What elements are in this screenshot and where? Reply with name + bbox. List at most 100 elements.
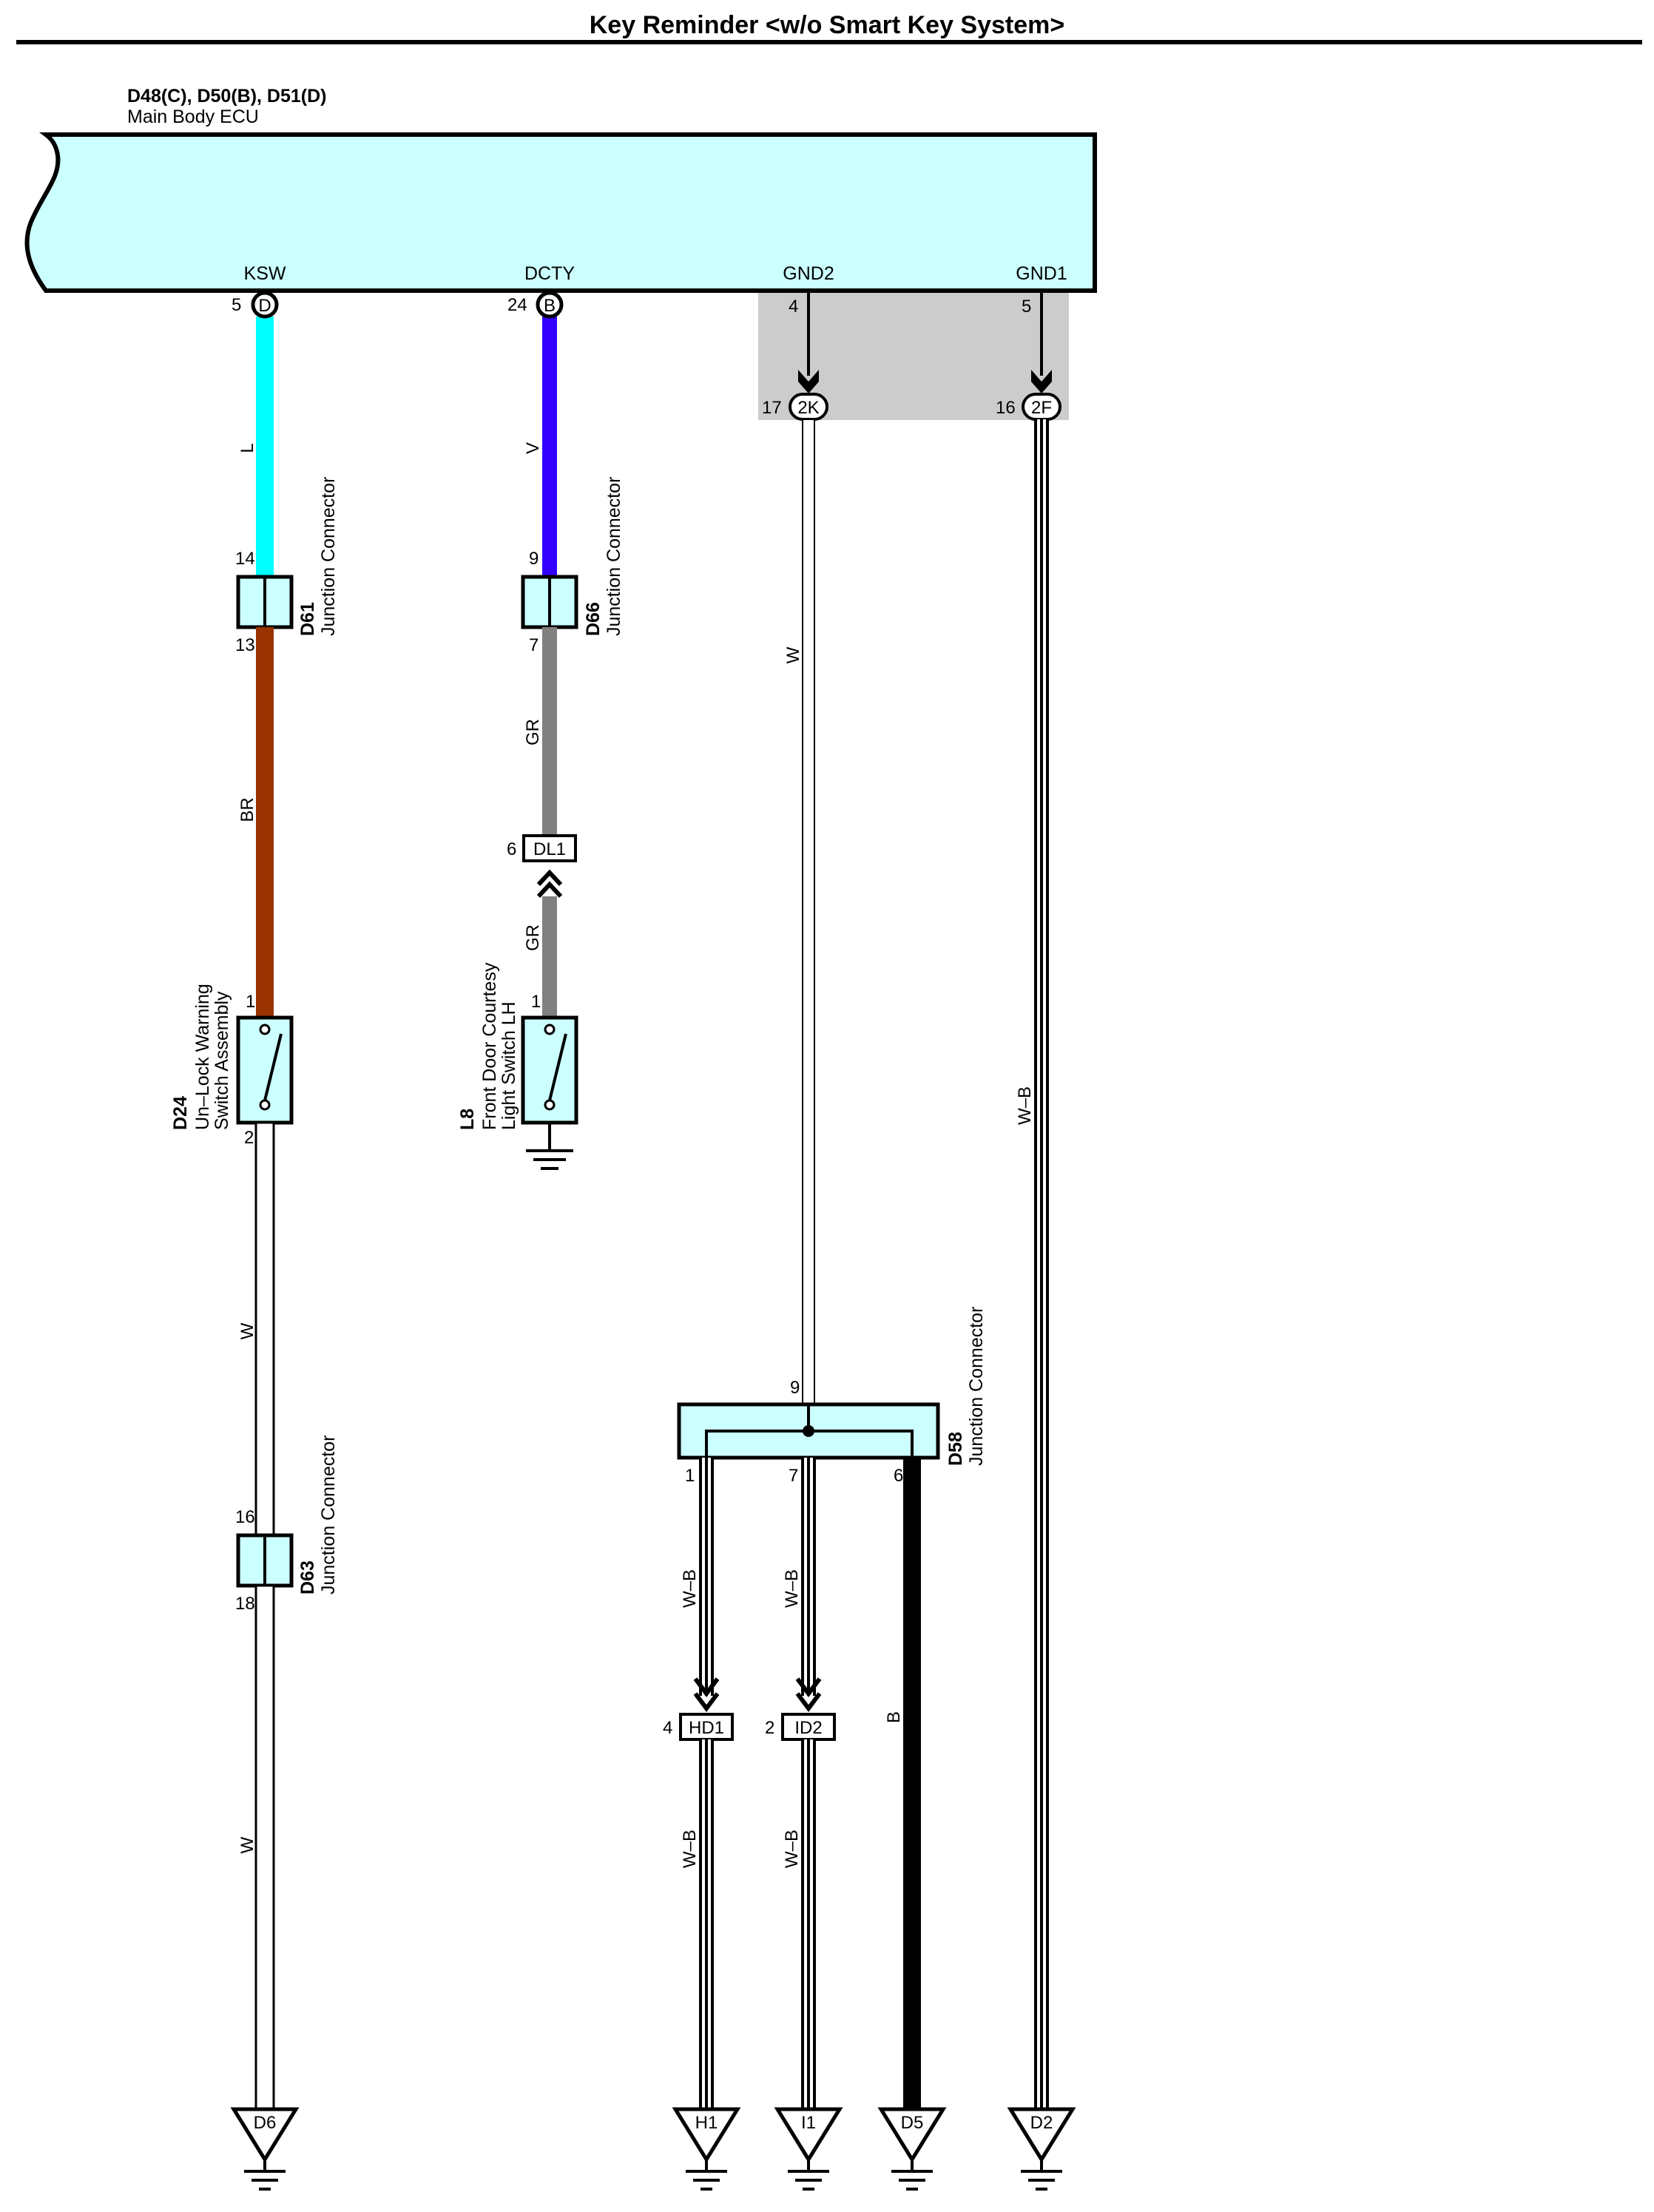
wire-dcty-gr1: [542, 627, 557, 836]
l8-contact-top: [544, 1024, 556, 1035]
l8-name-line1: Front Door Courtesy: [479, 962, 500, 1130]
wire-color-gnd2: W: [783, 646, 803, 663]
dcty-pin-label: 24: [507, 295, 527, 315]
ground-d6-label: D6: [254, 2113, 277, 2133]
ground-i1: I1: [774, 2107, 843, 2191]
connector-dl1: [522, 834, 577, 862]
d63-pin-out: 18: [235, 1594, 255, 1614]
wire-gnd1-wb: [1034, 419, 1049, 2109]
d58-pin-in: 9: [790, 1378, 800, 1398]
wire-d58-7-top: [801, 1458, 816, 1696]
ground-h1: H1: [672, 2107, 741, 2191]
connector-hd1-pin: 4: [663, 1718, 672, 1738]
wire-color-ksw-top: L: [237, 443, 257, 453]
ground-d6-triangle-icon: [230, 2107, 300, 2163]
d63-code: D63: [297, 1560, 318, 1594]
d63-pin-in: 16: [235, 1507, 255, 1527]
gnd2-pin-label: 4: [789, 297, 798, 317]
wire-color-d58-7-top: W–B: [782, 1569, 802, 1608]
connector-2k-pin: 17: [762, 398, 782, 418]
ecu-connector-b-label: B: [544, 296, 556, 316]
d24-pin-in: 1: [246, 992, 255, 1012]
wire-ksw-w2: [254, 1584, 275, 2118]
l8-switch-blade: [548, 1033, 567, 1101]
d66-code: D66: [583, 602, 604, 636]
d58-pin-1: 1: [685, 1466, 695, 1486]
wire-color-dcty-top: V: [523, 442, 543, 454]
d58-pin-6: 6: [894, 1466, 903, 1486]
wire-d58-6-b: [903, 1458, 921, 2109]
terminal-gnd2-label: GND2: [783, 263, 834, 284]
title-rule: [16, 40, 1642, 44]
connector-id2-label: ID2: [794, 1718, 822, 1738]
main-body-ecu-box: [24, 132, 1097, 293]
l8-pin: 1: [531, 992, 541, 1012]
ground-d5-triangle-icon: [877, 2107, 947, 2163]
d58-name: Junction Connector: [966, 1307, 987, 1466]
ground-h1-triangle-icon: [672, 2107, 741, 2163]
d66-name: Junction Connector: [604, 477, 624, 636]
wire-d58-1-bot: [699, 1739, 714, 2109]
connector-dl1-pin: 6: [507, 839, 516, 859]
wire-color-dcty-mid2: GR: [523, 924, 543, 951]
connector-id2-pin: 2: [765, 1718, 774, 1738]
ground-d2-triangle-icon: [1007, 2107, 1076, 2163]
l8-body-ground-icon: [526, 1123, 573, 1170]
d61-pin-in: 14: [235, 549, 255, 569]
gnd1-pin-label: 5: [1022, 297, 1031, 317]
wire-color-d58-7-bot: W–B: [782, 1830, 802, 1868]
ecu-name-label: Main Body ECU: [127, 106, 259, 127]
wire-ksw-w1: [254, 1121, 275, 1537]
wire-d58-7-bot: [801, 1739, 816, 2109]
wire-color-ksw-low1: W: [237, 1322, 257, 1339]
l8-name-line2: Light Switch LH: [499, 1001, 519, 1130]
terminal-dcty-label: DCTY: [524, 263, 575, 284]
wire-color-d58-6: B: [884, 1711, 904, 1723]
ecu-connector-d-circle: [251, 291, 279, 319]
l8-contact-bottom: [544, 1099, 556, 1111]
ksw-pin-label: 5: [232, 295, 241, 315]
wire-color-dcty-mid1: GR: [523, 719, 543, 745]
wire-color-d58-1-top: W–B: [680, 1569, 700, 1608]
d24-name-line1: Un–Lock Warning: [192, 984, 213, 1130]
d66-pin-out: 7: [529, 635, 539, 655]
ecu-connector-d-label: D: [258, 296, 271, 316]
d61-name: Junction Connector: [318, 477, 339, 636]
d58-splice-dot: [803, 1425, 814, 1437]
d66-pin-in: 9: [529, 549, 539, 569]
ground-i1-label: I1: [801, 2113, 816, 2133]
d61-code: D61: [297, 602, 318, 636]
ground-d5: D5: [877, 2107, 947, 2191]
wire-d58-1-top: [699, 1458, 714, 1696]
terminal-ksw-label: KSW: [244, 263, 286, 284]
ground-d6: D6: [230, 2107, 300, 2191]
terminal-gnd1-label: GND1: [1016, 263, 1067, 284]
connector-2f-label: 2F: [1031, 398, 1052, 418]
ground-d2: D2: [1007, 2107, 1076, 2191]
l8-code: L8: [457, 1109, 478, 1130]
wire-ksw-l: [256, 317, 274, 577]
connector-2f-pin: 16: [996, 398, 1016, 418]
gnd2-arrow-icon: [798, 370, 819, 393]
wire-color-d58-1-bot: W–B: [680, 1830, 700, 1868]
ground-d5-label: D5: [901, 2113, 924, 2133]
wire-color-gnd1: W–B: [1015, 1086, 1035, 1125]
ground-d2-label: D2: [1030, 2113, 1053, 2133]
connector-dl1-label: DL1: [533, 839, 566, 859]
ecu-connector-b-circle: [536, 291, 564, 319]
d58-code: D58: [945, 1432, 966, 1466]
wire-color-ksw-low2: W: [237, 1836, 257, 1853]
d24-pin-out: 2: [244, 1128, 254, 1148]
wire-dcty-v: [542, 317, 557, 577]
d24-contact-top: [259, 1024, 271, 1035]
gnd1-arrow-icon: [1031, 370, 1052, 393]
d24-code: D24: [170, 1096, 191, 1130]
diagram-title: Key Reminder <w/o Smart Key System>: [590, 11, 1065, 39]
connector-id2-chevron-icon: [795, 1677, 822, 1712]
connector-hd1-chevron-icon: [693, 1677, 720, 1712]
d24-switch-blade: [263, 1033, 283, 1101]
ground-h1-label: H1: [695, 2113, 718, 2133]
wire-dcty-gr2: [542, 896, 557, 1018]
wire-color-ksw-mid: BR: [237, 797, 257, 822]
